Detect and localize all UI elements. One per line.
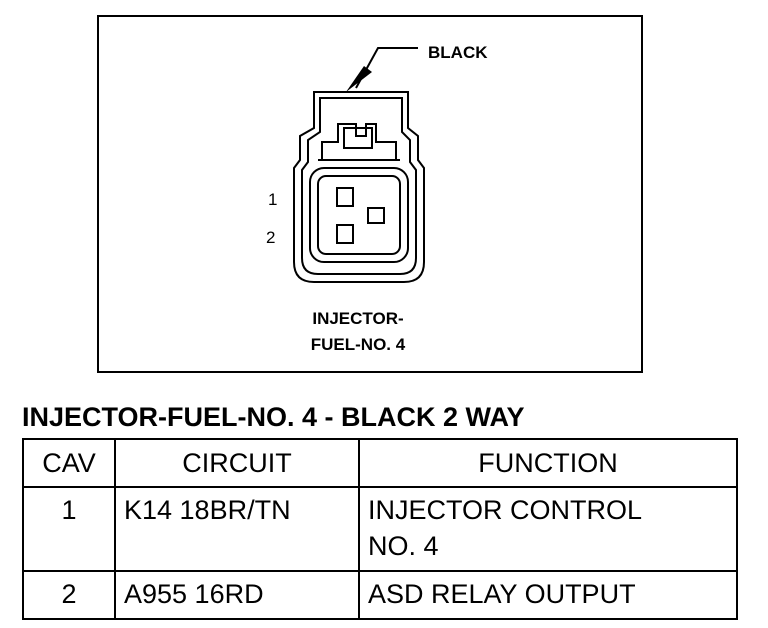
- connector-name-line1: INJECTOR-: [312, 309, 403, 328]
- header-cav: CAV: [22, 438, 116, 488]
- callout-arrow-head: [346, 66, 372, 92]
- table-row: 2 A955 16RD ASD RELAY OUTPUT: [22, 570, 738, 620]
- pin-label-2: 2: [266, 228, 275, 247]
- terminal-face-inner: [317, 175, 401, 255]
- connector-housing-inner: [301, 97, 417, 275]
- table-row: 1 K14 18BR/TN INJECTOR CONTROL NO. 4: [22, 486, 738, 572]
- table-header-row: CAV CIRCUIT FUNCTION: [22, 438, 738, 488]
- connector-diagram-frame: [97, 15, 643, 373]
- pin-label-1: 1: [268, 190, 277, 209]
- function-cell: ASD RELAY OUTPUT: [358, 570, 738, 620]
- circuit-cell: A955 16RD: [114, 570, 360, 620]
- cav-cell: 2: [22, 570, 116, 620]
- connector-housing-outer: [293, 91, 425, 283]
- function-line: ASD RELAY OUTPUT: [368, 579, 636, 609]
- terminal-face-outer: [309, 167, 409, 263]
- header-circuit: CIRCUIT: [114, 438, 360, 488]
- connector-name-line2: FUEL-NO. 4: [311, 335, 406, 354]
- cav-cell: 1: [22, 486, 116, 572]
- function-cell: INJECTOR CONTROL NO. 4: [358, 486, 738, 572]
- circuit-cell: K14 18BR/TN: [114, 486, 360, 572]
- cavity-1: [336, 187, 354, 207]
- cavity-2: [336, 224, 354, 244]
- table-title: INJECTOR-FUEL-NO. 4 - BLACK 2 WAY: [22, 402, 525, 432]
- function-line: INJECTOR CONTROL: [368, 495, 643, 525]
- locking-tab-latch: [343, 127, 373, 149]
- pin-assignment-table: CAV CIRCUIT FUNCTION 1 K14 18BR/TN INJEC…: [22, 438, 738, 620]
- locking-tab: [321, 123, 397, 160]
- header-function: FUNCTION: [358, 438, 738, 488]
- function-line: NO. 4: [368, 531, 439, 561]
- cavity-key: [367, 207, 385, 224]
- color-callout-label: BLACK: [428, 43, 488, 62]
